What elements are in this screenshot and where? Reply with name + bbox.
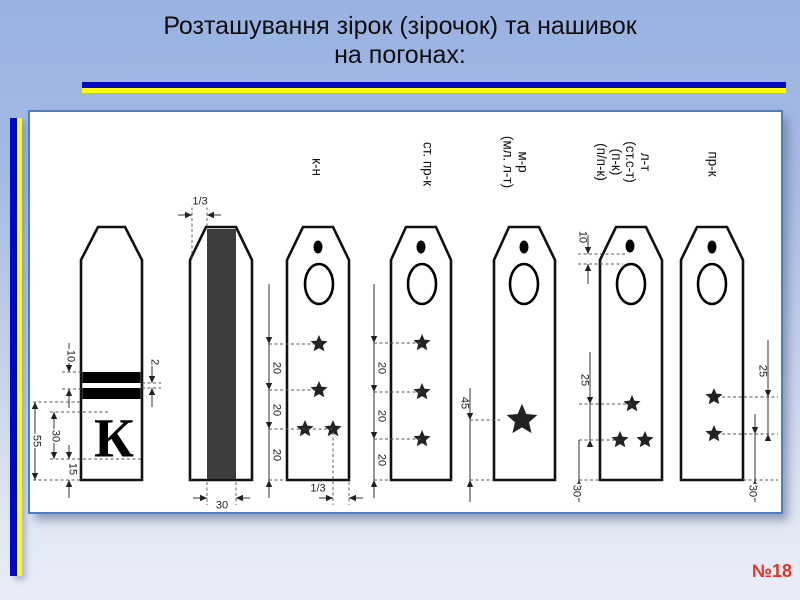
dim-label: 30 — [49, 428, 62, 444]
dim-label: 10 — [576, 229, 589, 245]
flag-stripe-blue — [10, 118, 17, 576]
center-stripe — [207, 229, 236, 479]
cadet-letter: К — [94, 407, 134, 469]
button-dot — [416, 240, 426, 254]
strap-lieutenant-outline — [598, 225, 664, 482]
strap-cadet-outline — [79, 225, 144, 482]
leader-lines — [33, 207, 778, 505]
dim-label: 20 — [270, 360, 283, 376]
button-ring — [406, 262, 438, 306]
dim-label: 10 — [64, 348, 77, 364]
dim-label: 30 — [214, 499, 230, 512]
rank-label-captain: к-н — [309, 158, 325, 176]
flag-stripe-vertical — [10, 118, 22, 576]
dim-label: 15 — [66, 461, 79, 477]
flag-stripe-yellow — [82, 88, 786, 93]
diagram-panel: к-н ст. пр-к м-р (мл. л-т) л-т (ст.с-т) … — [28, 110, 783, 514]
epaulette-diagram — [31, 207, 778, 505]
rank-label-lieutenant: л-т (ст.с-т) (п-к) (п/п-к) — [594, 141, 654, 183]
dim-label: 20 — [270, 447, 283, 463]
button-ring — [615, 262, 647, 306]
dim-label: 25 — [756, 363, 769, 379]
dim-label: 20 — [375, 408, 388, 424]
flag-stripe-yellow — [17, 118, 22, 576]
button-ring — [303, 262, 335, 306]
button-dot — [625, 239, 635, 253]
rank-bar — [82, 388, 141, 399]
dim-label: 1/3 — [309, 482, 327, 495]
button-dot — [313, 240, 323, 254]
dim-label: 20 — [375, 452, 388, 468]
button-holes — [313, 239, 717, 254]
rank-label-major: м-р (мл. л-т) — [501, 135, 531, 189]
slide-title: Розташування зірок (зірочок) та нашивок … — [163, 12, 637, 69]
button-ring — [696, 262, 728, 306]
rank-bar — [82, 372, 141, 383]
page-number: №18 — [751, 561, 792, 581]
rank-label-warrant: пр-к — [705, 151, 721, 177]
dim-label: 20 — [270, 402, 283, 418]
dim-label: 25 — [578, 372, 591, 388]
dim-label: 55 — [30, 433, 43, 449]
dim-label: 2 — [148, 357, 161, 367]
flag-stripe-horizontal — [82, 82, 786, 93]
button-dot — [519, 240, 529, 254]
dim-label: 20 — [375, 360, 388, 376]
button-dot — [707, 240, 717, 254]
dim-label: 30 — [746, 483, 759, 499]
dim-label: 1/3 — [191, 195, 209, 208]
button-ring — [508, 262, 540, 306]
dim-label: 45 — [458, 395, 471, 411]
button-rings — [303, 262, 728, 306]
flag-stripe-blue — [82, 82, 786, 88]
dim-label: 30 — [570, 483, 583, 499]
rank-label-senior-warrant: ст. пр-к — [420, 141, 436, 187]
